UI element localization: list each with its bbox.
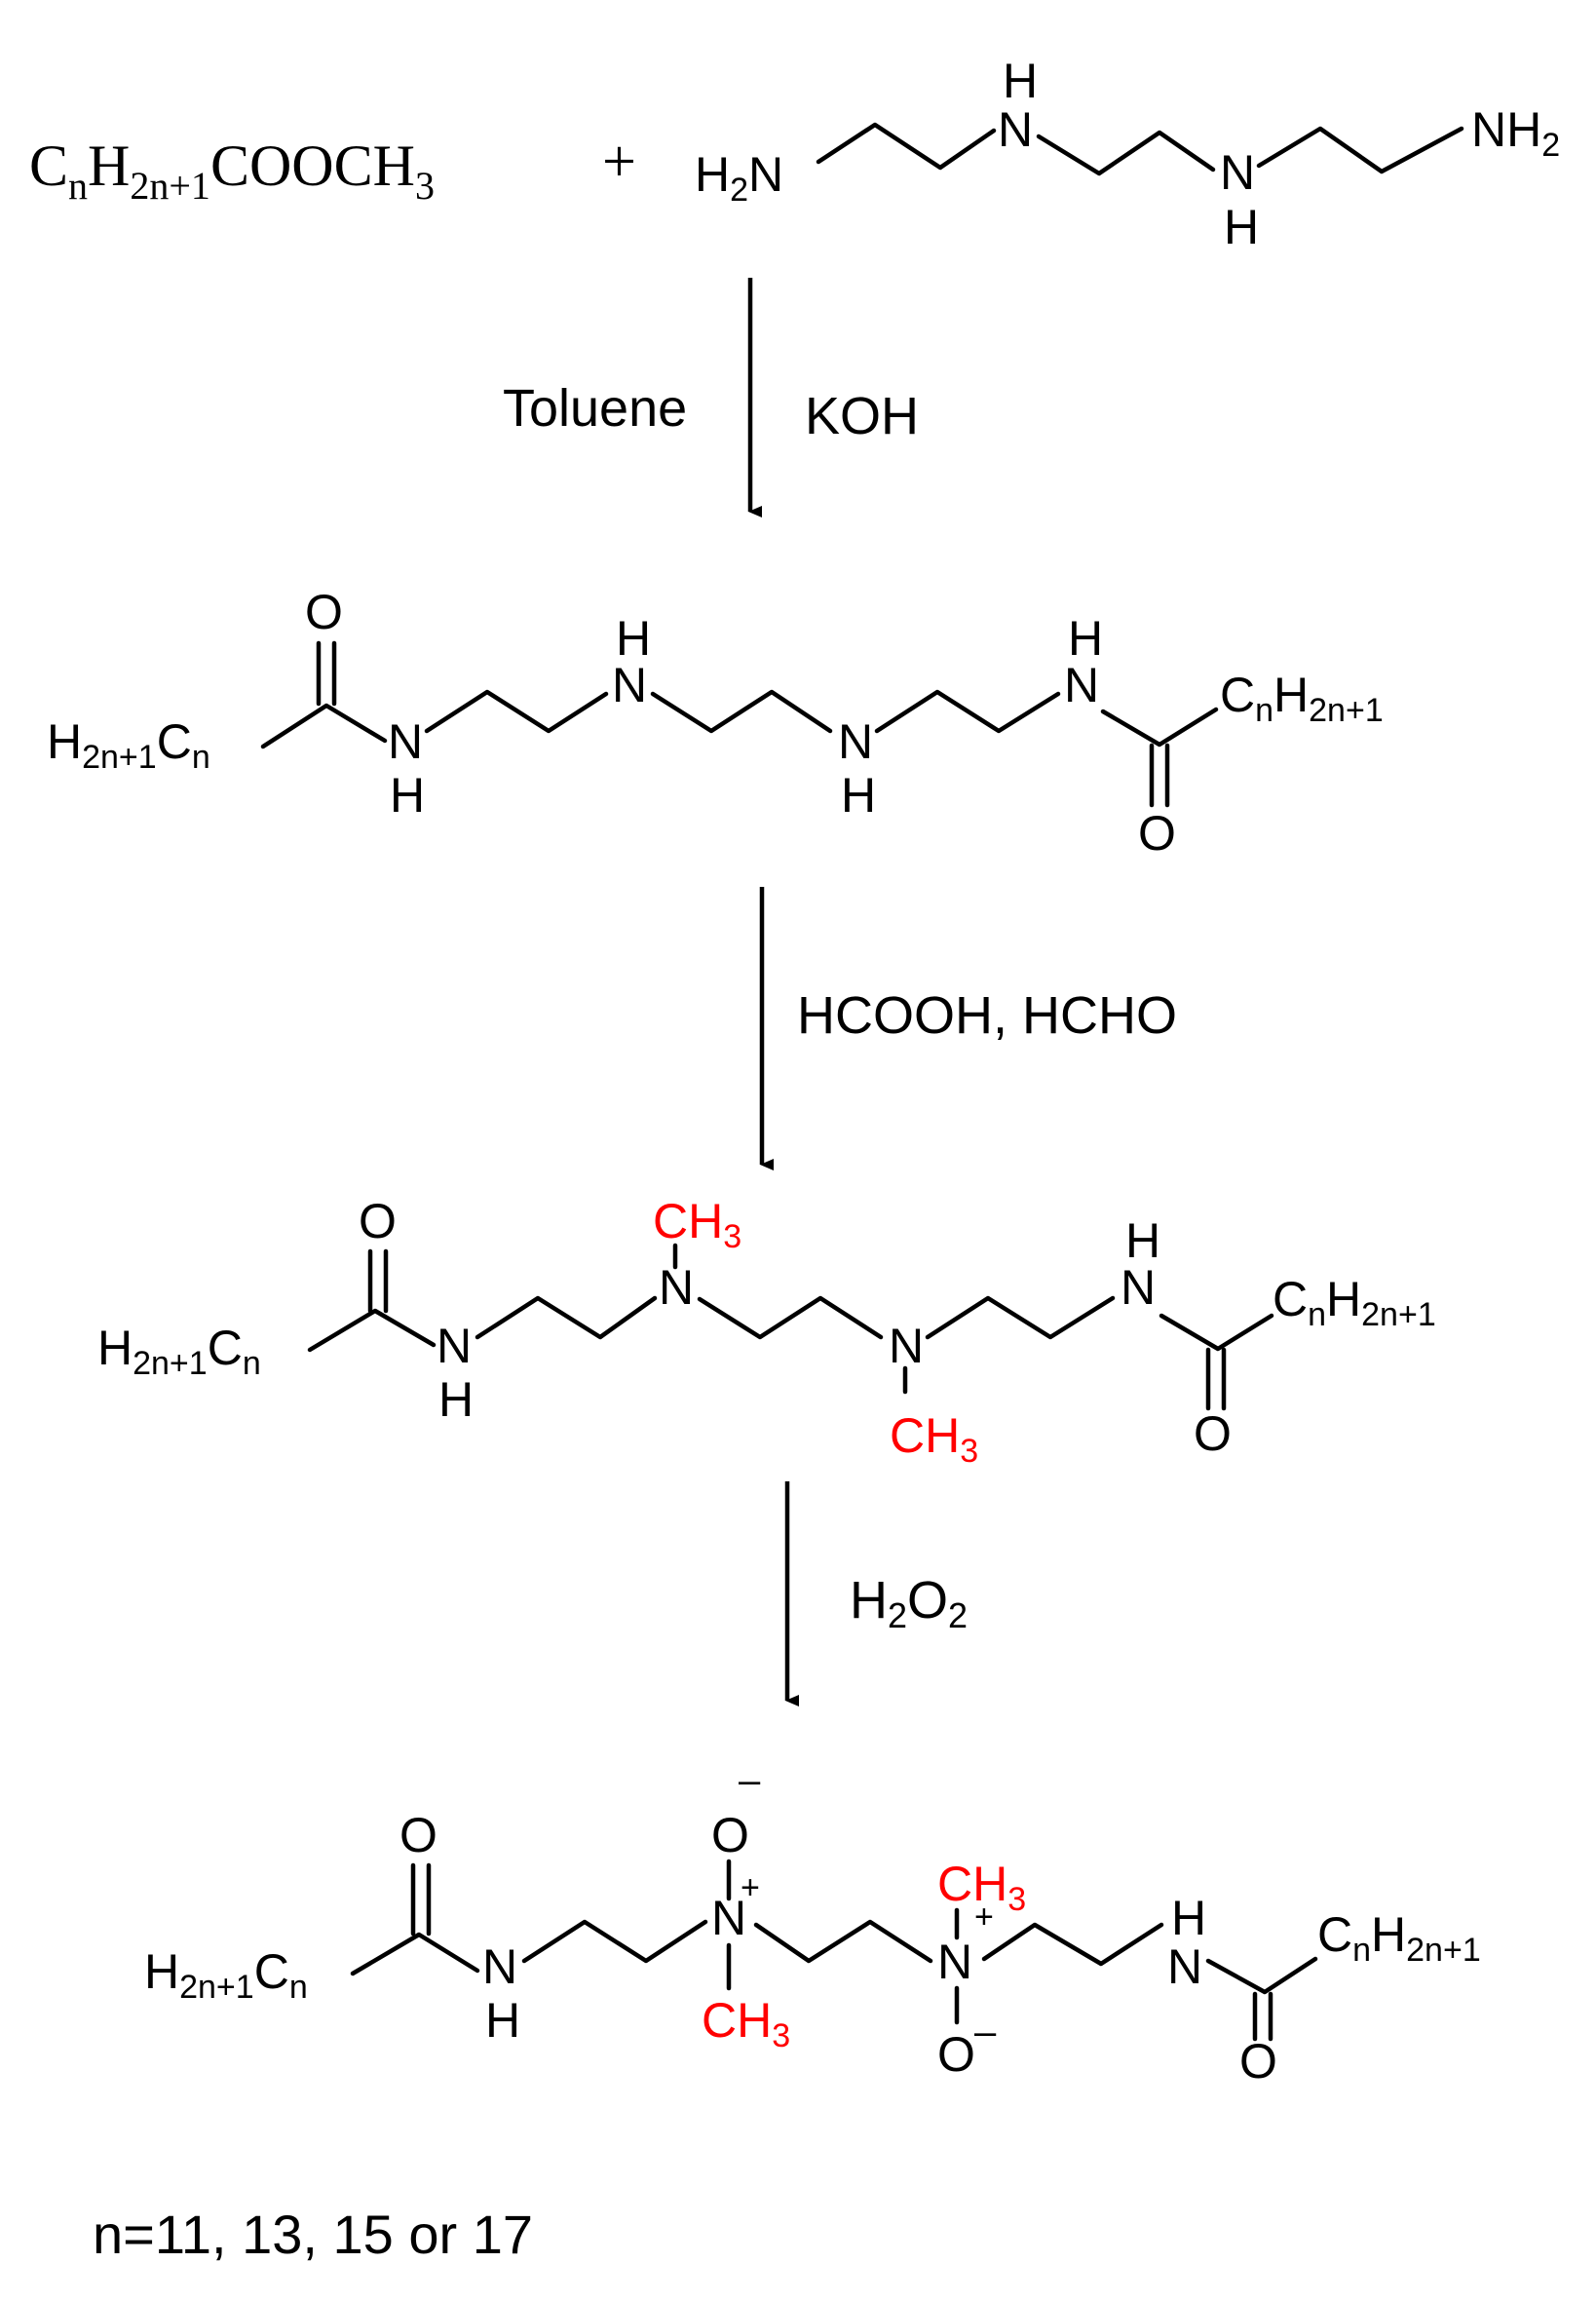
svg-text:–: –: [974, 2011, 997, 2053]
oxidant-label: H2O2: [850, 1571, 968, 1635]
methyl-group: CH3: [890, 1408, 978, 1470]
svg-text:N: N: [998, 102, 1033, 157]
amine-oxide-product: H2n+1Cn O N H O – + N CH3 CH3 + N O – N …: [144, 1759, 1481, 2089]
svg-text:N: N: [1064, 658, 1099, 712]
reagent-label: HCOOH, HCHO: [797, 986, 1177, 1045]
svg-text:H: H: [616, 611, 651, 666]
svg-text:H2n+1Cn: H2n+1Cn: [144, 1944, 308, 2006]
reaction-arrow-1: Toluene KOH: [503, 278, 919, 518]
svg-text:O: O: [711, 1808, 749, 1862]
svg-text:O: O: [399, 1808, 437, 1862]
svg-text:O: O: [1239, 2034, 1277, 2089]
methyl-group: CH3: [702, 1993, 790, 2054]
svg-text:–: –: [739, 1759, 761, 1802]
svg-text:N: N: [838, 714, 873, 769]
svg-text:O: O: [1194, 1406, 1232, 1461]
svg-text:CnH2n+1: CnH2n+1: [1220, 668, 1384, 729]
svg-text:N: N: [388, 714, 423, 769]
svg-text:H: H: [1224, 200, 1259, 254]
svg-text:N: N: [1121, 1260, 1156, 1315]
catalyst-label: KOH: [805, 387, 919, 445]
svg-text:O: O: [1138, 806, 1176, 861]
svg-text:H2N: H2N: [695, 147, 783, 209]
svg-text:H2n+1Cn: H2n+1Cn: [47, 714, 210, 776]
methyl-group: CH3: [653, 1194, 741, 1255]
solvent-label: Toluene: [503, 379, 687, 438]
ester-reactant: CnH2n+1COOCH3: [29, 134, 435, 208]
svg-text:O: O: [305, 585, 343, 639]
svg-text:N: N: [612, 658, 647, 712]
svg-text:H: H: [841, 768, 876, 823]
reaction-arrow-2: HCOOH, HCHO: [759, 887, 1177, 1170]
svg-text:N: N: [1167, 1939, 1202, 1994]
svg-text:O: O: [937, 2027, 975, 2082]
svg-text:N: N: [889, 1319, 924, 1373]
svg-text:+: +: [741, 1869, 760, 1906]
bis-amide-product: H2n+1Cn O N H N H N H N H O CnH2n+1: [47, 585, 1384, 861]
svg-text:H: H: [485, 1993, 520, 2048]
svg-text:H2n+1Cn: H2n+1Cn: [97, 1321, 261, 1382]
svg-text:N: N: [659, 1260, 694, 1315]
n-methylated-product: H2n+1Cn O N H N CH3 N CH3 N H O CnH2n+1: [97, 1194, 1436, 1470]
svg-text:N: N: [437, 1319, 472, 1373]
svg-text:CnH2n+1COOCH3: CnH2n+1COOCH3: [29, 134, 435, 208]
svg-text:N: N: [482, 1939, 517, 1994]
svg-text:H: H: [438, 1372, 474, 1427]
svg-text:O: O: [359, 1194, 397, 1248]
svg-text:CnH2n+1: CnH2n+1: [1317, 1907, 1481, 1969]
svg-text:H: H: [1068, 611, 1103, 666]
svg-text:H: H: [1003, 54, 1038, 108]
n-values-note: n=11, 13, 15 or 17: [93, 2204, 533, 2265]
svg-text:H: H: [390, 768, 425, 823]
svg-text:CnH2n+1: CnH2n+1: [1273, 1272, 1436, 1333]
svg-text:H: H: [1125, 1213, 1160, 1268]
triethylenetetramine-reactant: H2N N H N H NH2: [695, 54, 1560, 254]
svg-text:NH2: NH2: [1471, 102, 1560, 164]
svg-text:H: H: [1171, 1891, 1206, 1945]
reaction-arrow-3: H2O2: [784, 1481, 968, 1707]
svg-text:N: N: [1220, 145, 1255, 200]
svg-text:N: N: [937, 1935, 972, 1989]
svg-text:+: +: [974, 1898, 994, 1936]
plus-sign: +: [602, 129, 636, 195]
